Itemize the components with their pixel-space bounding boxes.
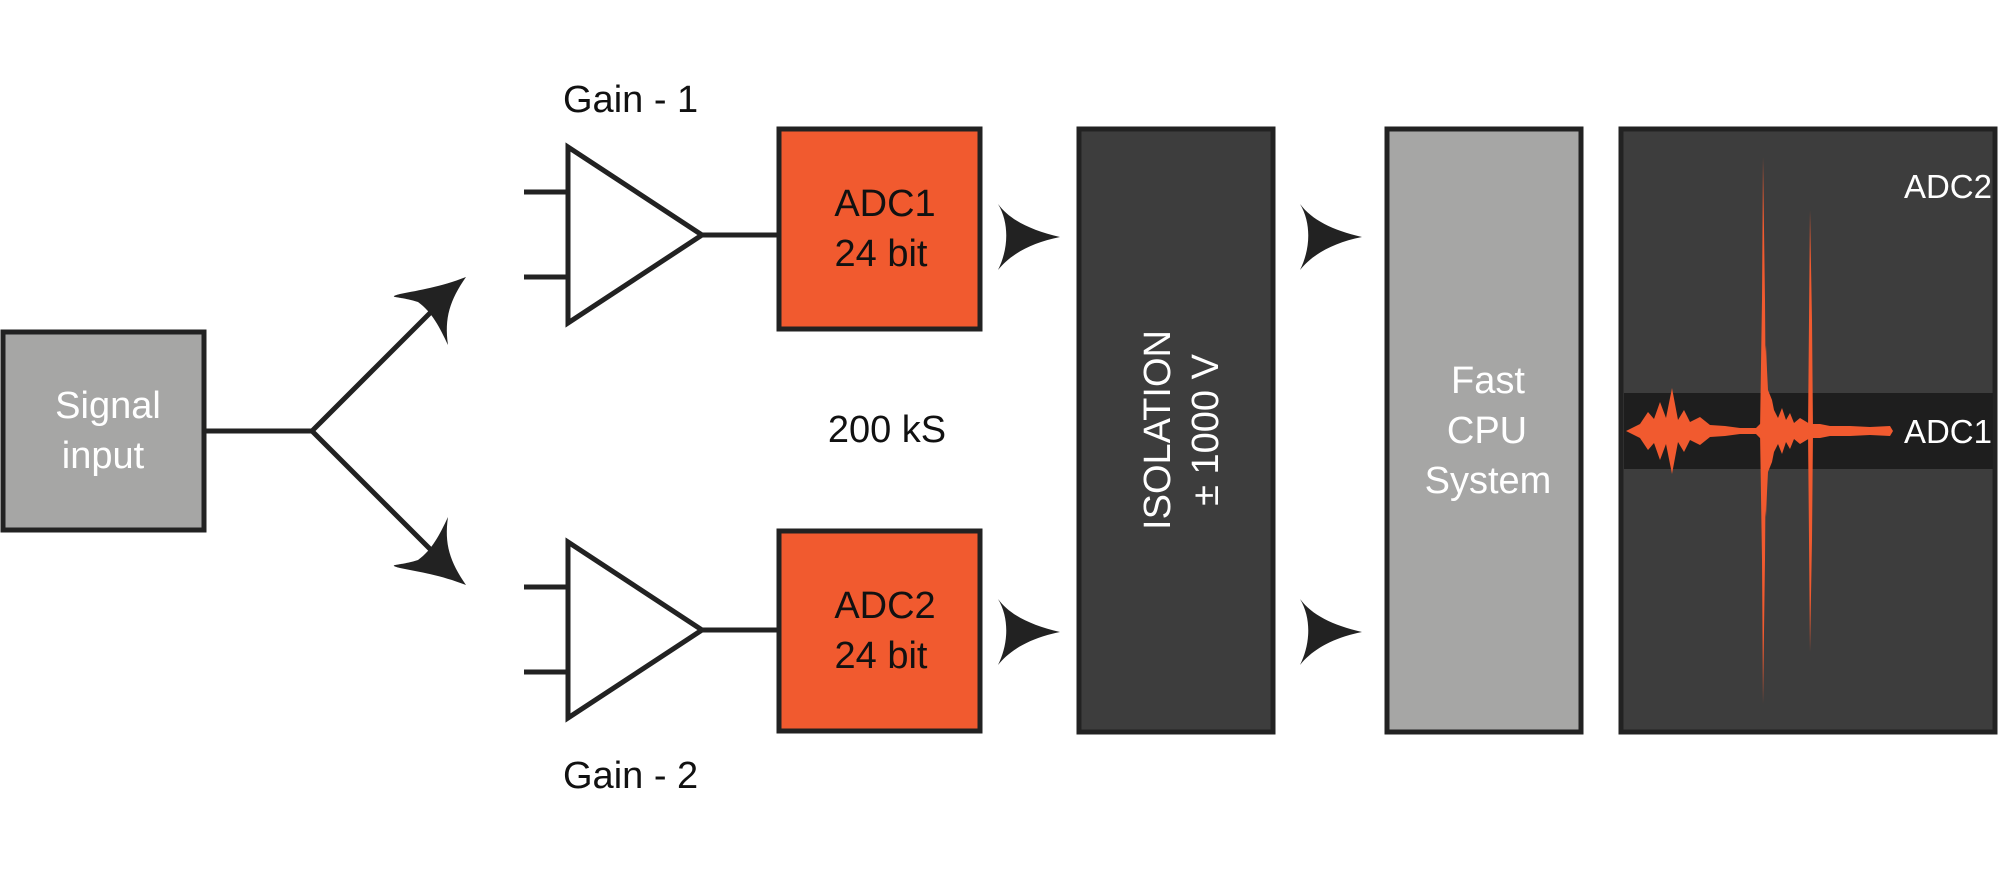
display-adc2-label: ADC2 [1904,168,1992,205]
cpu-block: Fast CPU System [1384,126,1584,735]
sample-rate-label: 200 kS [828,409,946,451]
waveform-trace [1626,157,1893,704]
gain2-label: Gain - 2 [563,755,698,797]
adc2-label-line1: ADC2 [834,585,935,627]
waveform-main-burst [1756,345,1893,517]
isolation-to-cpu-arrow-1-icon [1300,204,1362,270]
adc1-block: ADC1 24 bit [776,126,983,332]
adc1-label-line2: 24 bit [835,233,928,275]
adc1-label-line1: ADC1 [834,183,935,225]
adc1-to-isolation-arrow-icon [998,204,1060,270]
isolation-block: ISOLATION ± 1000 V [1076,126,1276,735]
signal-input-label-line2: input [62,435,145,477]
isolation-box [1076,126,1276,735]
adc1-box [776,126,983,332]
signal-input-block: Signal input [0,329,207,533]
upper-branch-arrow-icon [393,277,466,345]
adc2-to-isolation-arrow-icon [998,599,1060,665]
isolation-label-line2: ± 1000 V [1185,353,1227,506]
adc2-block: ADC2 24 bit [776,528,983,734]
cpu-label-line3: System [1425,460,1552,502]
upper-branch-line [310,293,450,433]
signal-input-box [0,329,207,533]
display-adc1-label: ADC1 [1904,413,1992,450]
lower-branch-line [310,429,450,569]
split-connector [204,293,450,569]
isolation-to-cpu-arrow-2-icon [1300,599,1362,665]
signal-input-label-line1: Signal [55,385,161,427]
adc2-label-line2: 24 bit [835,635,928,677]
adc2-box [776,528,983,734]
amplifier-2-icon [524,537,778,723]
waveform-tall-spike [1760,157,1766,704]
cpu-label-line1: Fast [1451,360,1525,402]
display-block: ADC2 ADC1 [1618,126,1998,735]
amplifier-1-icon [524,142,778,328]
lower-branch-arrow-icon [393,517,466,585]
isolation-label-line1: ISOLATION [1137,330,1179,530]
cpu-label-line2: CPU [1447,410,1527,452]
cpu-box [1384,126,1584,735]
waveform-second-spike [1808,210,1813,652]
gain1-label: Gain - 1 [563,79,698,121]
waveform-left-burst [1626,388,1764,474]
